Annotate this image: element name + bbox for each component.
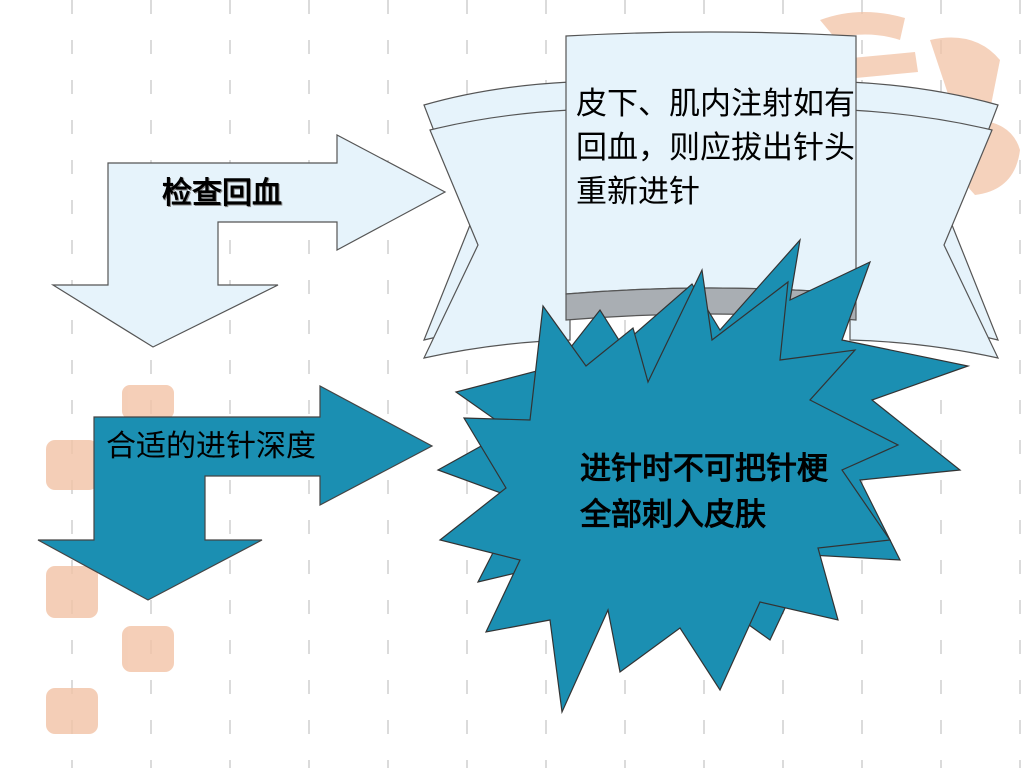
explosion-star bbox=[436, 238, 971, 715]
proper-depth-label: 合适的进针深度 bbox=[106, 429, 316, 464]
seal-logo-icon bbox=[46, 385, 174, 734]
bent-arrow-teal bbox=[37, 384, 434, 601]
bent-arrow-light bbox=[50, 134, 447, 348]
ribbon-banner bbox=[422, 31, 1000, 359]
check-blood-label: 检查回血 bbox=[162, 176, 282, 211]
star-note-text: 进针时不可把针梗全部刺入皮肤 bbox=[580, 451, 828, 533]
scroll-note-text: 皮下、肌内注射如有回血，则应拔出针头重新进针 bbox=[576, 86, 855, 210]
